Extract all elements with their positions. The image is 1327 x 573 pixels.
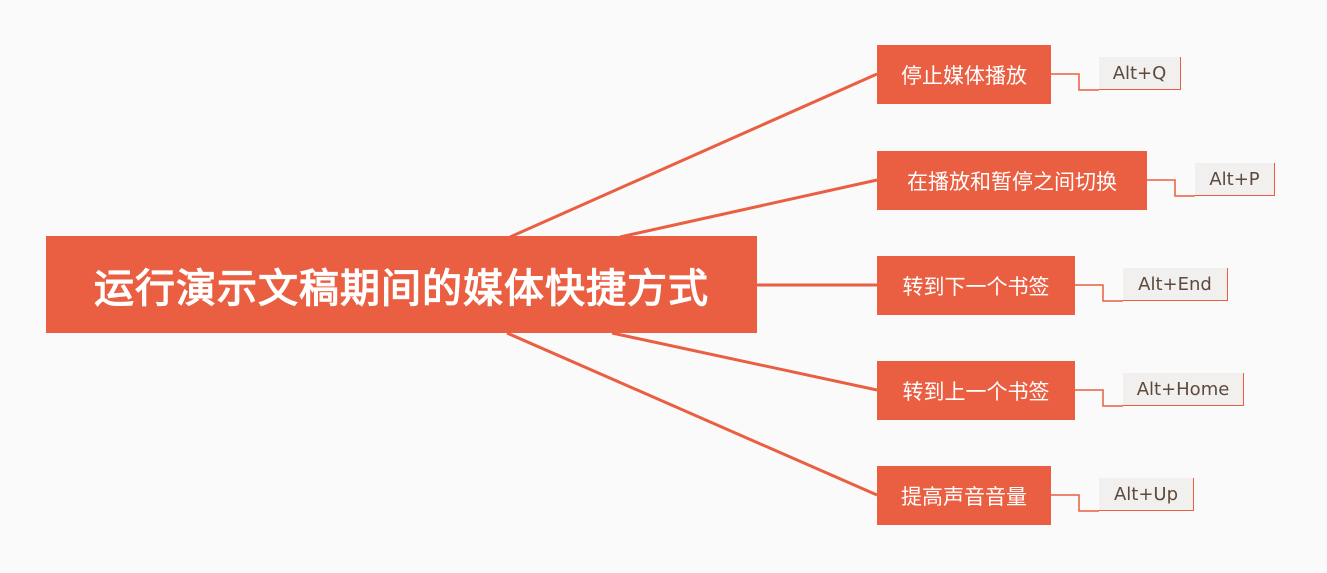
leaf-connector-5 [1051, 494, 1099, 512]
shortcut-node-toggle-play-pause: Alt+P [1195, 163, 1275, 196]
root-connector-1 [509, 72, 878, 239]
leaf-connector-4 [1075, 389, 1123, 407]
shortcut-label: Alt+Home [1136, 378, 1230, 400]
branch-node-toggle-play-pause: 在播放和暂停之间切换 [877, 151, 1147, 210]
shortcut-node-next-bookmark: Alt+End [1123, 268, 1228, 301]
shortcut-label: Alt+Up [1113, 483, 1179, 505]
root-label: 运行演示文稿期间的媒体快捷方式 [94, 265, 709, 312]
branch-label: 停止媒体播放 [901, 63, 1027, 88]
leaf-connector-2 [1147, 179, 1195, 197]
shortcut-label: Alt+P [1209, 168, 1260, 190]
leaf-connector-1 [1051, 73, 1099, 91]
shortcut-label: Alt+Q [1112, 62, 1167, 84]
branch-node-previous-bookmark: 转到上一个书签 [877, 361, 1075, 420]
root-connector-5 [506, 331, 878, 497]
leaf-connector-3 [1075, 284, 1123, 302]
branch-node-stop-media: 停止媒体播放 [877, 45, 1051, 104]
root-connector-2 [619, 178, 878, 239]
root-node: 运行演示文稿期间的媒体快捷方式 [46, 236, 757, 333]
branch-label: 提高声音音量 [901, 484, 1027, 509]
branch-label: 在播放和暂停之间切换 [907, 169, 1117, 194]
shortcut-label: Alt+End [1138, 273, 1212, 295]
shortcut-node-stop-media: Alt+Q [1099, 57, 1181, 90]
branch-node-next-bookmark: 转到下一个书签 [877, 256, 1075, 315]
branch-node-volume-up: 提高声音音量 [877, 466, 1051, 525]
root-connector-4 [611, 331, 878, 392]
branch-label: 转到上一个书签 [902, 379, 1050, 404]
shortcut-node-previous-bookmark: Alt+Home [1123, 373, 1244, 406]
branch-label: 转到下一个书签 [902, 274, 1050, 299]
shortcut-node-volume-up: Alt+Up [1099, 478, 1194, 511]
